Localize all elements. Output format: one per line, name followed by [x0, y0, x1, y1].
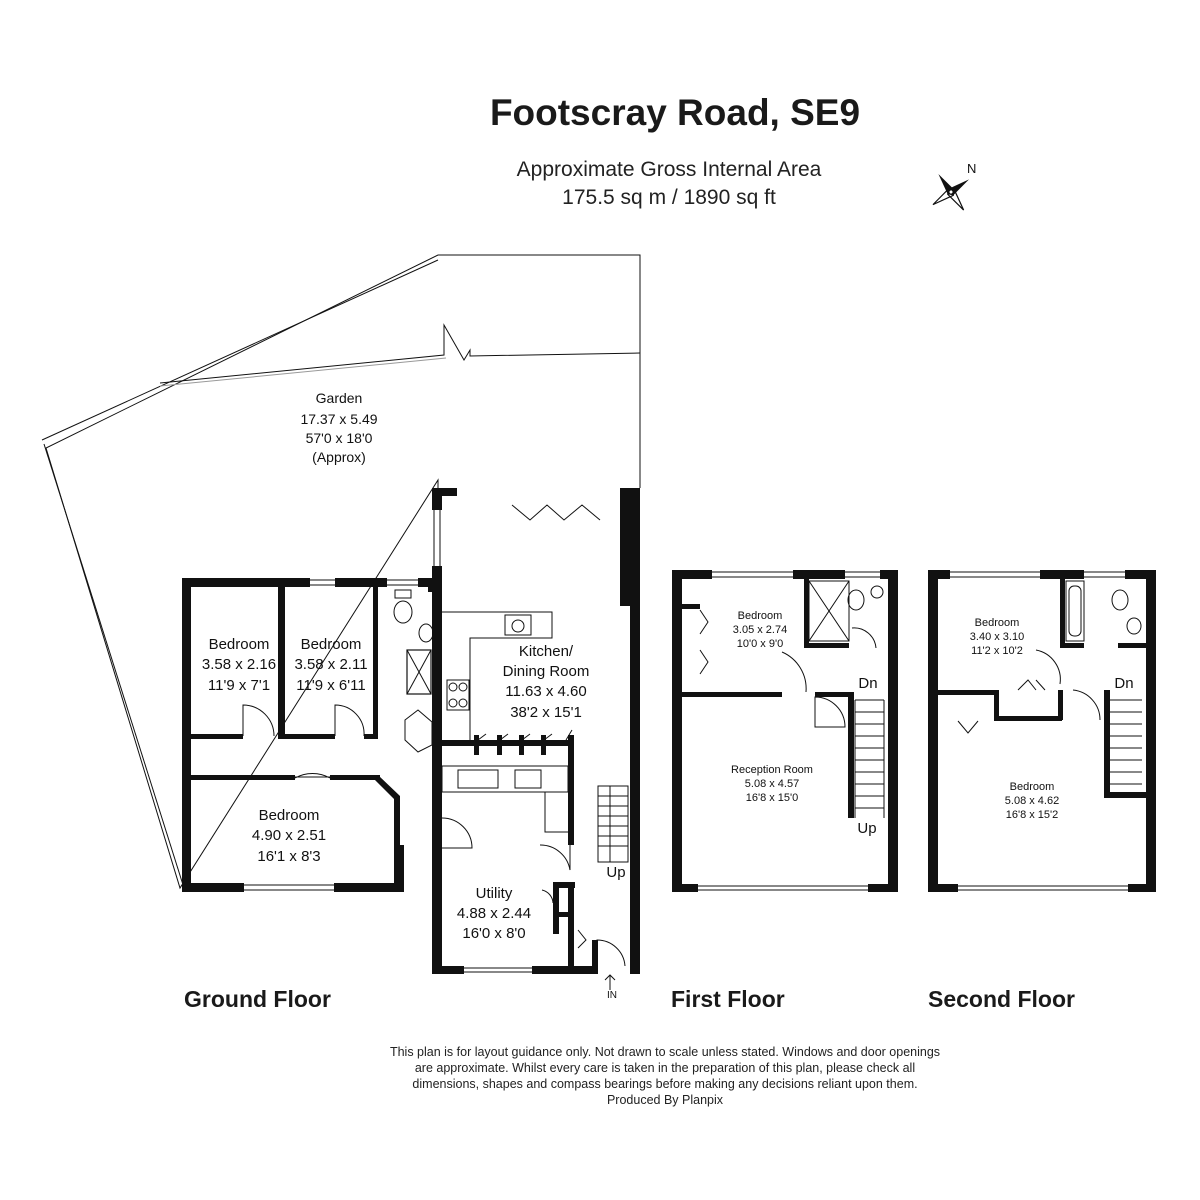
- reception-imperial: 16'8 x 15'0: [746, 792, 799, 804]
- ground-bedroom-2-imperial: 11'9 x 6'11: [296, 677, 365, 694]
- first-bedroom-imperial: 10'0 x 9'0: [737, 638, 783, 650]
- compass-north-label: N: [967, 161, 976, 176]
- reception-metric: 5.08 x 4.57: [745, 778, 799, 790]
- entrance-label: IN: [607, 990, 617, 1001]
- ground-stairs-up: Up: [606, 864, 625, 881]
- garden-metric: 17.37 x 5.49: [300, 411, 377, 427]
- kitchen-name-line1: Kitchen/: [519, 643, 574, 660]
- garden-name: Garden: [316, 390, 363, 406]
- second-bedroom-1-metric: 3.40 x 3.10: [970, 631, 1024, 643]
- ground-bedroom-1-metric: 3.58 x 2.16: [202, 656, 276, 673]
- ground-floor-label: Ground Floor: [184, 986, 331, 1012]
- disclaimer: This plan is for layout guidance only. N…: [300, 1044, 1030, 1108]
- ground-bedroom-2-name: Bedroom: [301, 636, 362, 653]
- second-bedroom-1-name: Bedroom: [975, 617, 1020, 629]
- ground-floor-plan: [182, 488, 640, 990]
- second-bedroom-1-imperial: 11'2 x 10'2: [971, 645, 1023, 657]
- second-floor-plan: [928, 570, 1156, 892]
- ground-bedroom-1-imperial: 11'9 x 7'1: [208, 677, 270, 694]
- disclaimer-line-1: This plan is for layout guidance only. N…: [389, 1045, 941, 1059]
- ground-bedroom-2-metric: 3.58 x 2.11: [294, 656, 367, 673]
- garden-imperial: 57'0 x 18'0: [306, 430, 373, 446]
- ground-bedroom-1-name: Bedroom: [209, 636, 270, 653]
- first-floor-label: First Floor: [671, 986, 785, 1012]
- ground-bedroom-3-imperial: 16'1 x 8'3: [257, 848, 320, 865]
- utility-imperial: 16'0 x 8'0: [462, 925, 525, 942]
- disclaimer-line-2: are approximate. Whilst every care is ta…: [414, 1061, 916, 1075]
- disclaimer-line-4: Produced By Planpix: [606, 1093, 724, 1107]
- kitchen-name-line2: Dining Room: [503, 663, 590, 680]
- area-value: 175.5 sq m / 1890 sq ft: [562, 186, 776, 209]
- disclaimer-line-3: dimensions, shapes and compass bearings …: [412, 1077, 918, 1091]
- second-floor-label: Second Floor: [928, 986, 1075, 1012]
- garden-outline: [41, 254, 641, 890]
- area-label: Approximate Gross Internal Area: [516, 158, 822, 181]
- first-bedroom-name: Bedroom: [738, 610, 783, 622]
- reception-name: Reception Room: [731, 764, 813, 776]
- first-stairs-down: Dn: [858, 675, 877, 692]
- kitchen-metric: 11.63 x 4.60: [505, 683, 586, 700]
- second-bedroom-2-metric: 5.08 x 4.62: [1005, 795, 1059, 807]
- second-bedroom-2-name: Bedroom: [1010, 781, 1055, 793]
- compass-icon: N: [932, 161, 976, 211]
- first-bedroom-metric: 3.05 x 2.74: [733, 624, 787, 636]
- ground-bedroom-3-metric: 4.90 x 2.51: [252, 827, 326, 844]
- first-stairs-up: Up: [857, 820, 876, 837]
- second-bedroom-2-imperial: 16'8 x 15'2: [1006, 809, 1059, 821]
- garden-note: (Approx): [312, 449, 366, 465]
- ground-bedroom-3-name: Bedroom: [259, 807, 320, 824]
- page-title: Footscray Road, SE9: [489, 92, 861, 133]
- first-floor-plan: [672, 570, 898, 892]
- second-stairs-down: Dn: [1114, 675, 1133, 692]
- utility-metric: 4.88 x 2.44: [457, 905, 531, 922]
- utility-name: Utility: [476, 885, 513, 902]
- kitchen-imperial: 38'2 x 15'1: [510, 704, 582, 721]
